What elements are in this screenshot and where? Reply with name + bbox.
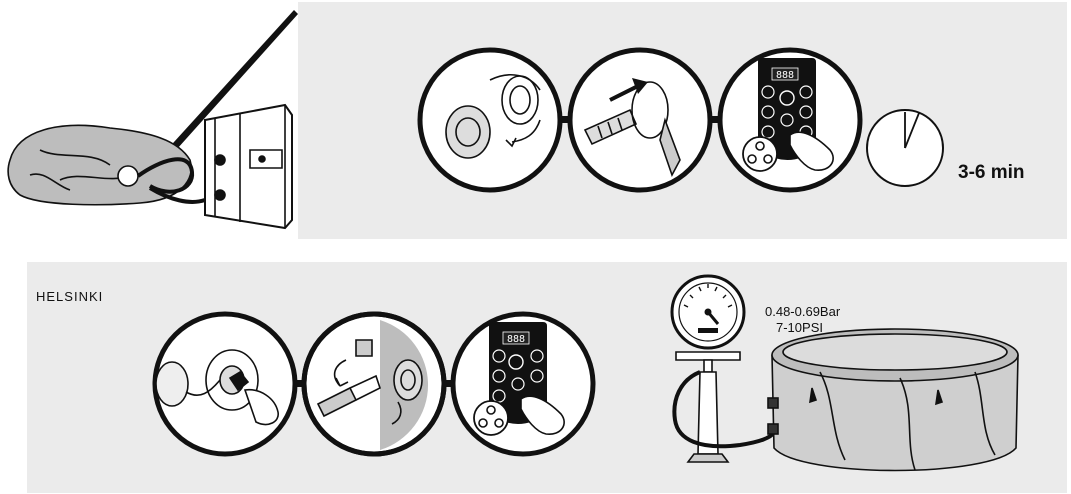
valve-adapter-step-circle [155, 314, 295, 454]
pressure-gauge-icon [672, 276, 744, 348]
spa-tub-illustration [768, 329, 1018, 471]
cap-removal-step-circle [420, 50, 560, 190]
svg-text:888: 888 [507, 334, 525, 345]
svg-text:888: 888 [776, 70, 794, 81]
packed-spa-bag-illustration [8, 10, 298, 228]
model-label: HELSINKI [36, 289, 103, 304]
pressure-bar-label: 0.48-0.69Bar [765, 304, 840, 319]
hand-pump-icon [674, 352, 775, 462]
clock-icon [867, 110, 943, 186]
duration-label: 3-6 min [958, 162, 1025, 184]
hose-connection-step-circle [570, 50, 710, 190]
pressure-psi-label: 7-10PSI [776, 320, 823, 335]
